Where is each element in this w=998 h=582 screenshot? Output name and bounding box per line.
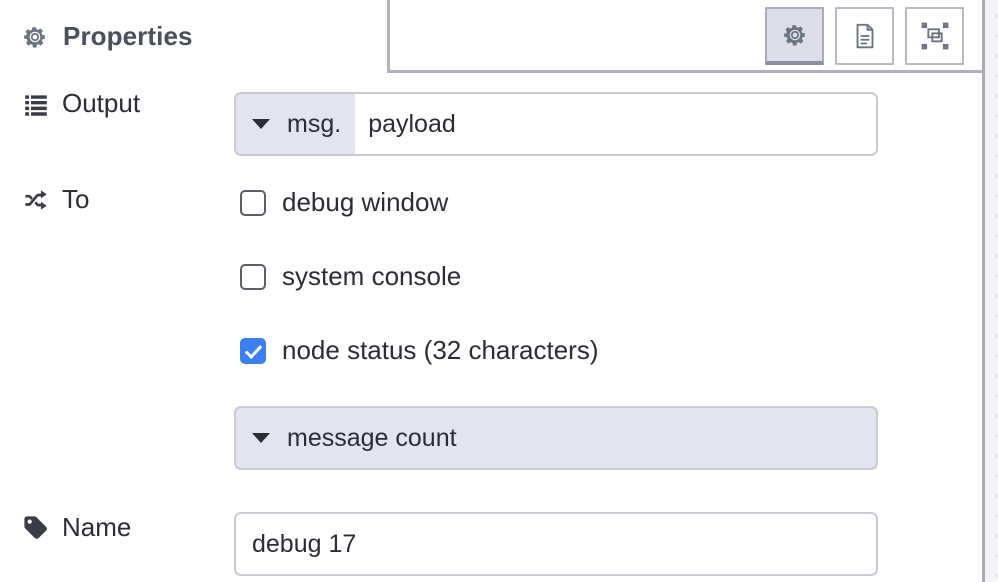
properties-tab-button[interactable]: [765, 7, 824, 65]
status-type-value: message count: [287, 423, 457, 452]
node-status-checkbox[interactable]: [240, 337, 266, 364]
tabbar-underline: [390, 70, 982, 73]
output-label-text: Output: [62, 88, 141, 118]
output-type-selector[interactable]: msg.: [236, 94, 356, 154]
shuffle-icon: [22, 186, 50, 214]
debug-window-label: debug window: [282, 187, 449, 217]
appearance-tab-button[interactable]: [905, 7, 964, 65]
to-label-text: To: [62, 184, 90, 214]
output-property-input[interactable]: payload: [355, 94, 876, 154]
name-label-text: Name: [62, 512, 132, 542]
appearance-icon: [919, 20, 951, 52]
tab-properties-label: Properties: [63, 21, 193, 51]
system-console-checkbox[interactable]: [240, 263, 266, 290]
tag-icon: [22, 514, 50, 542]
chevron-down-icon: [252, 433, 270, 443]
to-label: To: [22, 184, 89, 215]
panel-tabbar: Properties: [0, 0, 982, 74]
list-icon: [22, 90, 50, 118]
tab-properties[interactable]: Properties: [0, 0, 390, 73]
panel-toolbar: [765, 7, 964, 65]
document-icon: [850, 21, 880, 51]
to-option-system-console[interactable]: system console: [240, 261, 461, 292]
debug-window-checkbox[interactable]: [240, 189, 266, 216]
gear-icon: [22, 24, 48, 50]
output-label: Output: [22, 88, 140, 119]
node-status-label: node status (32 characters): [282, 335, 599, 365]
to-option-node-status[interactable]: node status (32 characters): [240, 335, 599, 366]
gear-icon: [782, 22, 808, 48]
name-label: Name: [22, 512, 131, 543]
output-typed-input[interactable]: msg. payload: [234, 92, 878, 156]
system-console-label: system console: [282, 261, 462, 291]
to-option-debug-window[interactable]: debug window: [240, 187, 448, 218]
name-input[interactable]: debug 17: [234, 512, 878, 576]
chevron-down-icon: [252, 119, 270, 129]
status-type-dropdown[interactable]: message count: [234, 406, 878, 470]
output-type-label: msg.: [287, 109, 342, 138]
description-tab-button[interactable]: [835, 7, 894, 65]
